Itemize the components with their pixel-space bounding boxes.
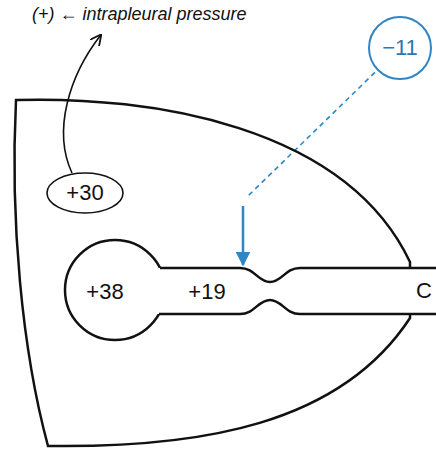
arrow-shaft (242, 206, 245, 265)
handwritten-note: (+) ← intrapleural pressure (32, 4, 247, 24)
airway-lumen (156, 268, 436, 314)
airway-tube: +19 C (150, 256, 436, 322)
airway-pressure: +19 (188, 280, 225, 304)
pointer-arrow (243, 72, 375, 265)
callout-number: −11 (382, 36, 418, 60)
intrapleural-pressure: +30 (66, 181, 103, 205)
hand-drawn-arrow (64, 36, 100, 173)
airway-pressure: C (416, 279, 432, 303)
pressure-callout: −11 (367, 15, 433, 81)
alveolus-wall (65, 240, 165, 340)
callout-circle (369, 17, 431, 79)
hand-drawn-oval (47, 173, 123, 213)
dashed-leader (248, 72, 375, 196)
alveolar-pressure: +38 (86, 280, 123, 304)
alveolus-circle: +38 (63, 238, 167, 342)
